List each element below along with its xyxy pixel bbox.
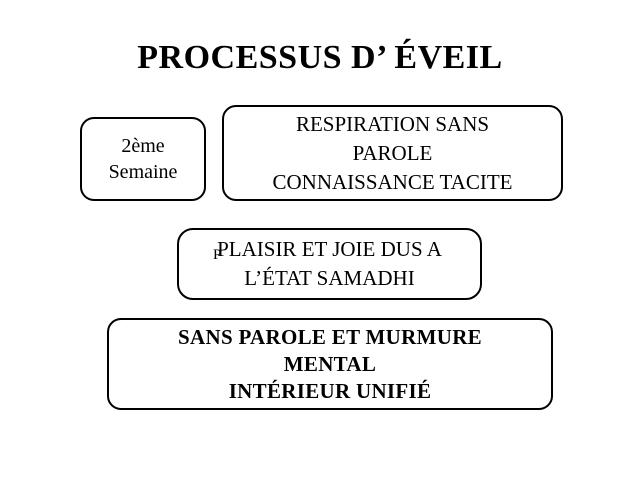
box-sans-parole[interactable]: SANS PAROLE ET MURMURE MENTAL INTÉRIEUR …	[107, 318, 553, 410]
box-semaine[interactable]: 2ème Semaine	[80, 117, 206, 201]
box-respiration[interactable]: RESPIRATION SANS PAROLE CONNAISSANCE TAC…	[222, 105, 563, 201]
box-plaisir-label: PLAISIR ET JOIE DUS A L’ÉTAT SAMADHI	[217, 237, 442, 290]
box-respiration-label: RESPIRATION SANS PAROLE CONNAISSANCE TAC…	[272, 111, 513, 194]
box-semaine-label: 2ème Semaine	[108, 135, 178, 183]
page-title: PROCESSUS D’ ÉVEIL	[137, 39, 503, 76]
box-sans-parole-label: SANS PAROLE ET MURMURE MENTAL INTÉRIEUR …	[178, 324, 482, 403]
box-plaisir[interactable]: PLAISIR ET JOIE DUS A L’ÉTAT SAMADHI	[177, 228, 482, 300]
